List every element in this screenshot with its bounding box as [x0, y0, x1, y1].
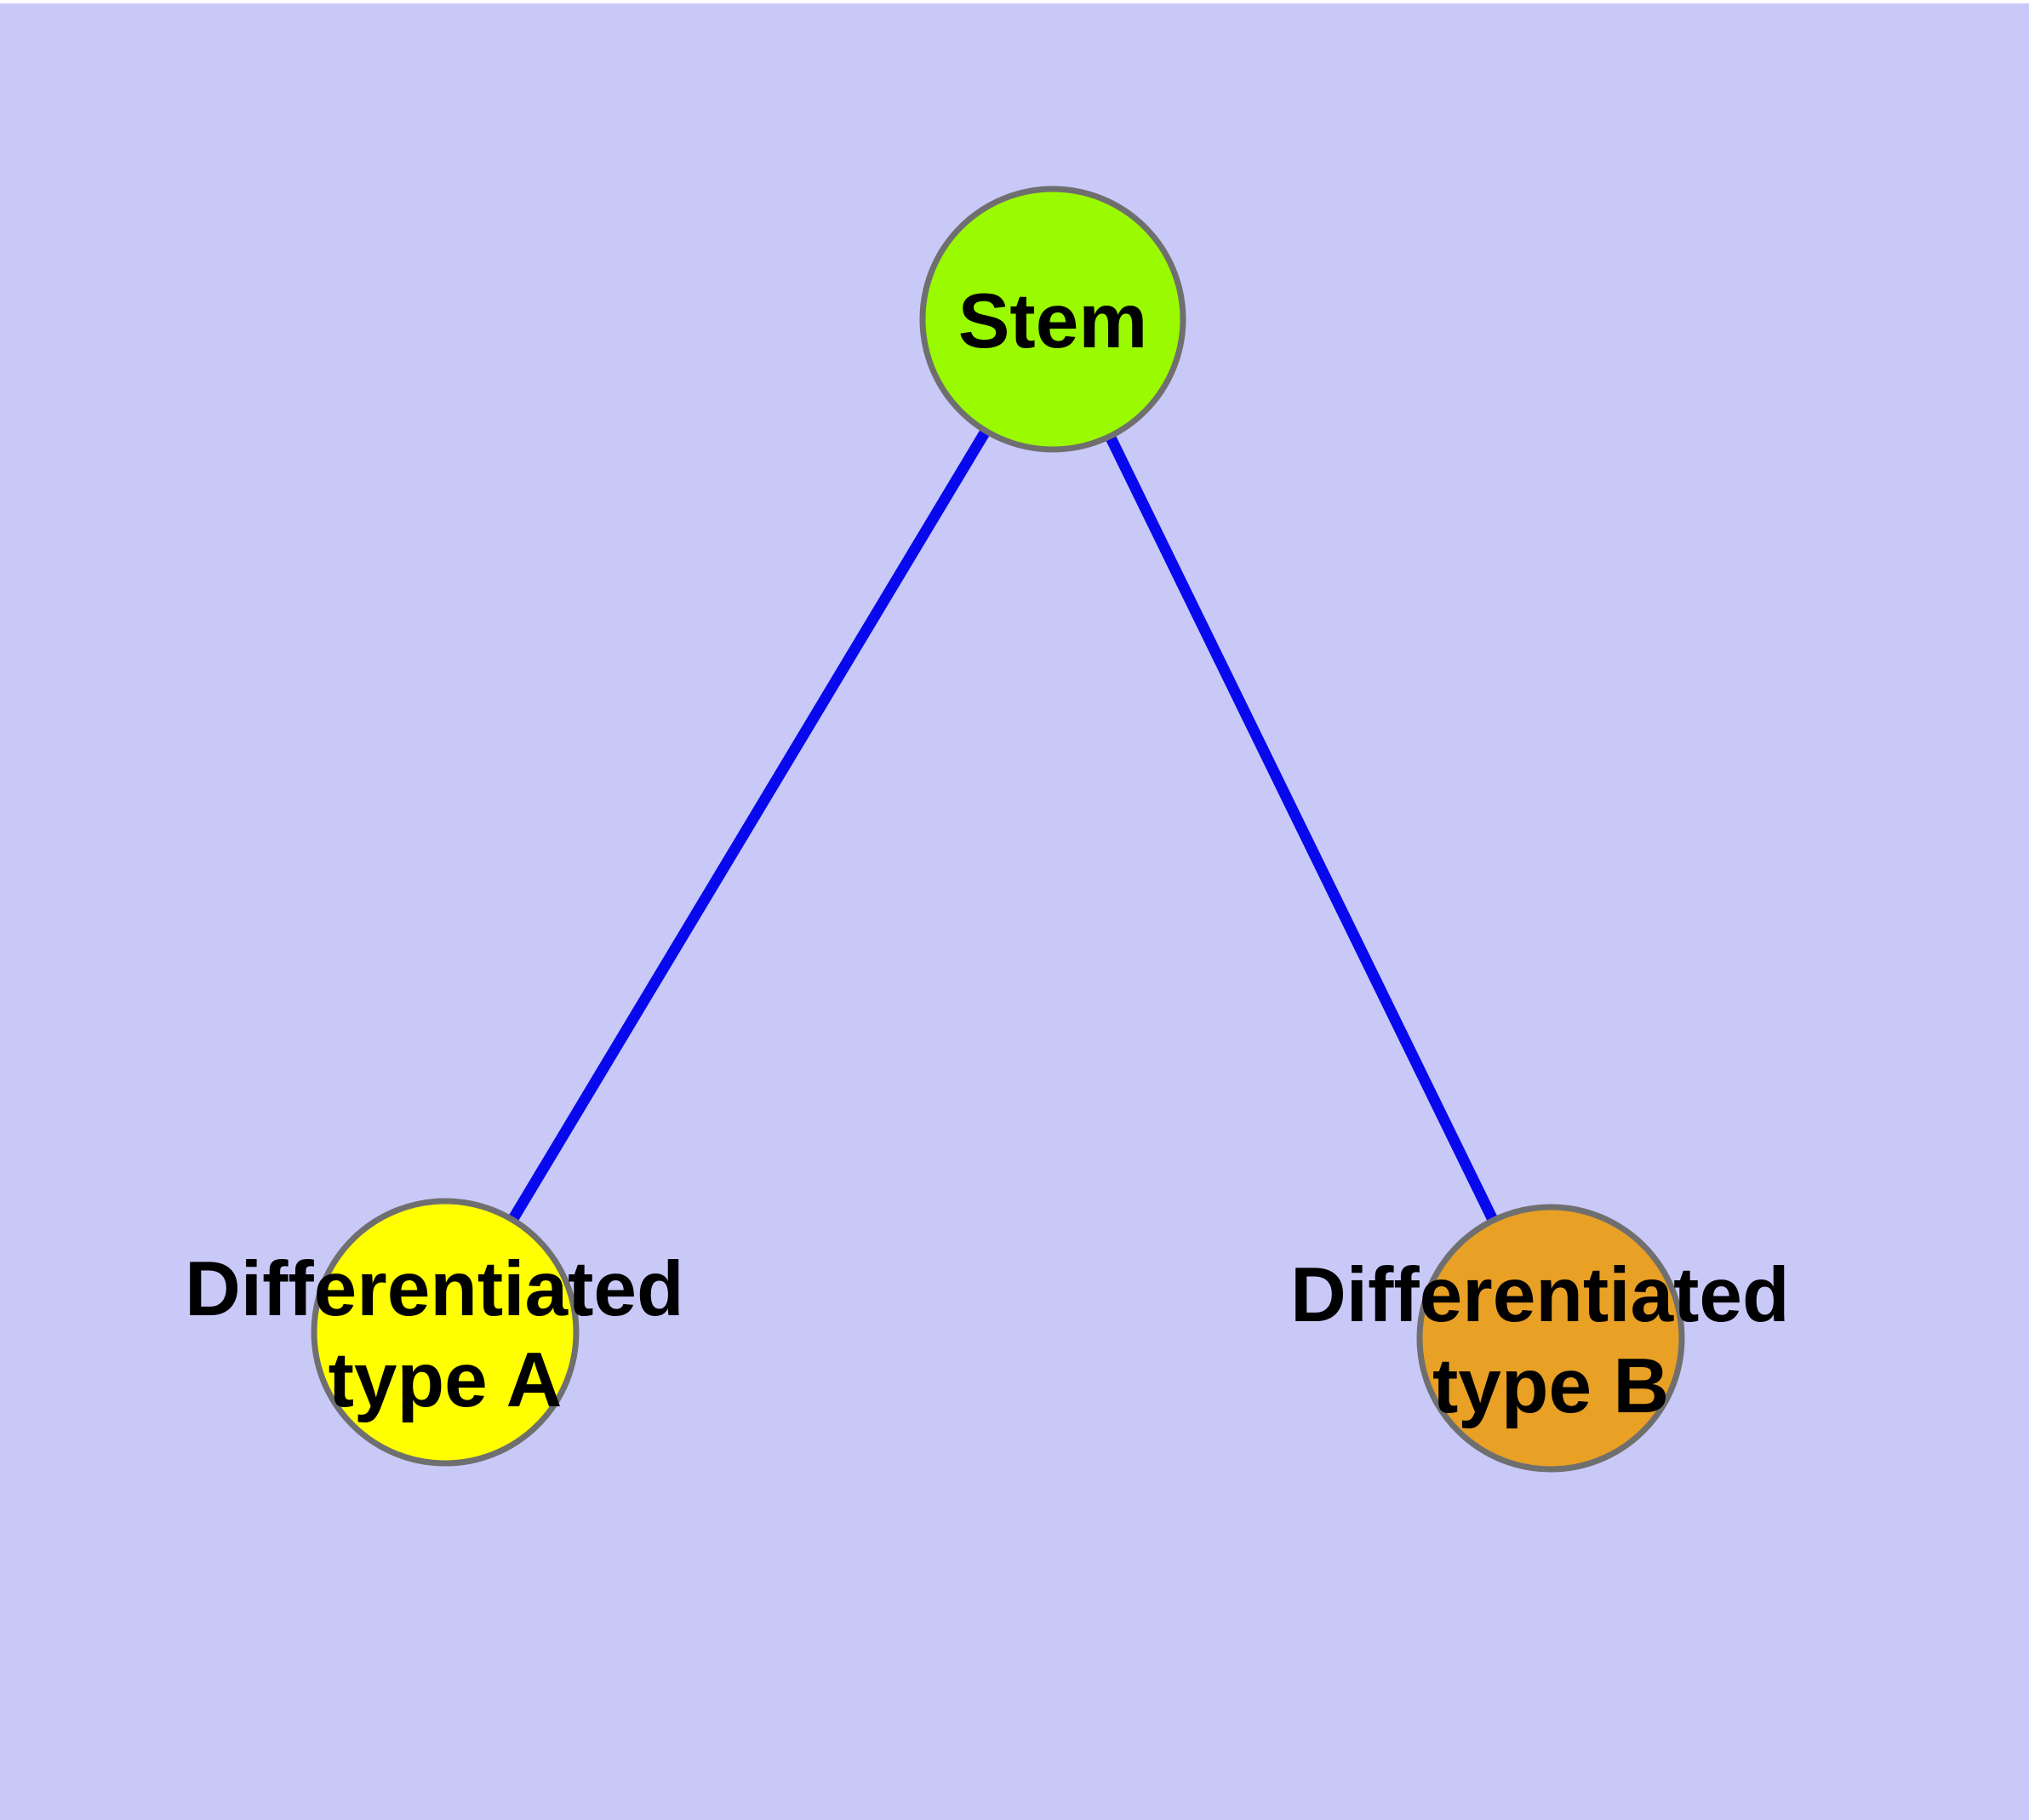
- node-layer: [311, 186, 1685, 1473]
- node-differentiated-type-b-label: Differentiated type B: [1290, 1252, 1811, 1429]
- edge-layer: [440, 316, 1556, 1341]
- node-differentiated-type-a-label: Differentiated type A: [185, 1246, 706, 1423]
- node-stem: [919, 186, 1186, 453]
- edge-stem-to-type-b: [1048, 317, 1556, 1341]
- node-differentiated-type-b-label-line-2: type B: [1432, 1343, 1669, 1429]
- node-stem-label-line-1: Stem: [958, 278, 1148, 364]
- node-differentiated-type-b-label-line-1: Differentiated: [1290, 1252, 1790, 1338]
- node-differentiated-type-b: [1416, 1204, 1685, 1473]
- node-stem-label: Stem: [958, 278, 1148, 364]
- node-differentiated-type-a-label-line-2: type A: [329, 1337, 563, 1423]
- node-differentiated-type-a: [311, 1198, 580, 1467]
- node-differentiated-type-a-label-line-1: Differentiated: [185, 1246, 684, 1332]
- label-layer: Stem Differentiated type A Differentiate…: [185, 278, 1811, 1429]
- edge-stem-to-type-a: [440, 316, 1058, 1336]
